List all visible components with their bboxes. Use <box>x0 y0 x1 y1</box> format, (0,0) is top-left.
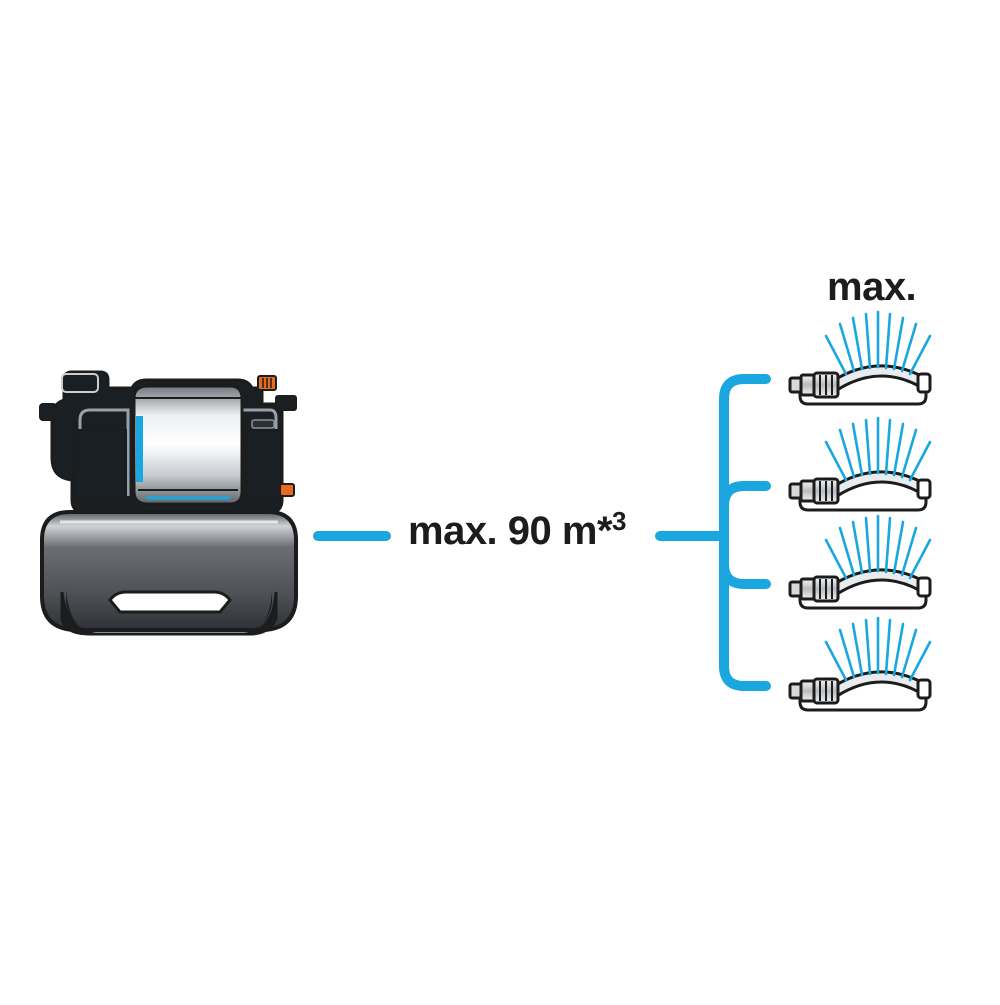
hose-branch-3 <box>719 559 771 589</box>
oscillating-sprinkler-icon <box>790 516 930 608</box>
hose-branch-2 <box>719 481 771 511</box>
hose-line <box>313 374 771 691</box>
oscillating-sprinkler-icon <box>790 312 930 404</box>
sprinkler-group <box>790 312 930 710</box>
pressure-tank-pump-icon <box>39 370 298 636</box>
distance-label: max. 90 m*3 <box>408 506 626 556</box>
oscillating-sprinkler-icon <box>790 618 930 710</box>
oscillating-sprinkler-icon <box>790 418 930 510</box>
distance-footnote-marker: 3 <box>612 506 626 536</box>
sprinkler-count-label: max. <box>827 265 917 309</box>
distance-label-text: max. 90 m* <box>408 509 613 553</box>
hose-manifold <box>719 374 771 691</box>
